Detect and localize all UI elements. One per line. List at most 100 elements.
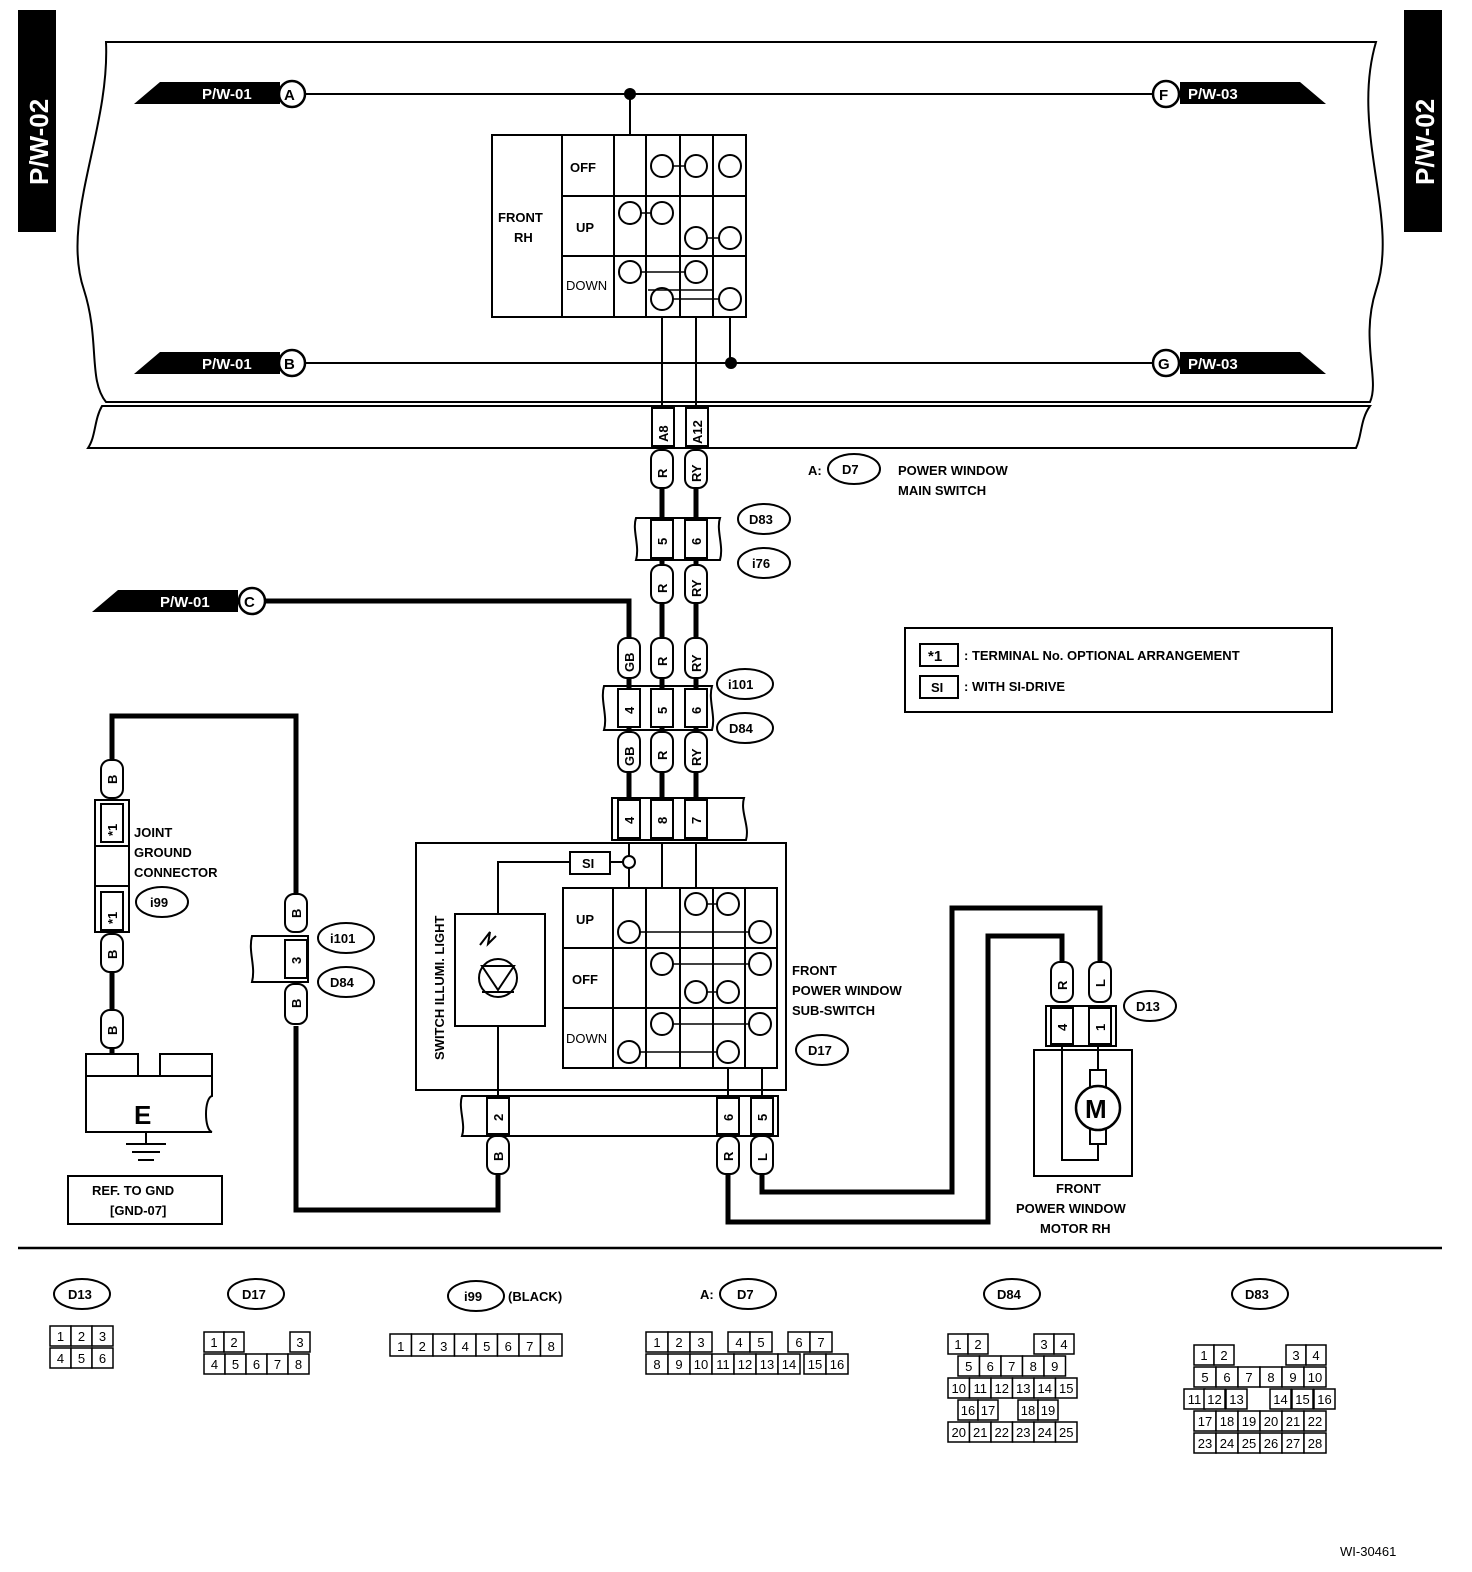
ref-a[interactable]: P/W-01 A [134,79,307,109]
pin-cell [1053,1333,1075,1355]
d7-caption: A: D7 POWER WINDOW MAIN SWITCH [808,453,1008,498]
svg-text:OFF: OFF [572,972,598,987]
motor-wires [725,905,1103,1225]
svg-text:A:: A: [808,463,822,478]
svg-text:D83: D83 [749,512,773,527]
svg-text:P/W-02: P/W-02 [24,99,54,185]
svg-text:MOTOR RH: MOTOR RH [1040,1221,1111,1236]
pin-label: 1 [210,1335,217,1350]
pin-label: 27 [1286,1436,1300,1451]
pin-cell [809,1331,833,1353]
svg-text:B: B [105,775,120,784]
svg-text:i99: i99 [464,1289,482,1304]
pin-label: 24 [1038,1425,1052,1440]
pin-label: 19 [1242,1414,1256,1429]
svg-text:CONNECTOR: CONNECTOR [134,865,218,880]
pin-label: 2 [78,1329,85,1344]
svg-text:D7: D7 [737,1287,754,1302]
svg-text:D13: D13 [1136,999,1160,1014]
svg-text:8: 8 [655,817,670,824]
ref-f[interactable]: P/W-03 F [1151,79,1326,109]
connector-d83-i76: 5 6 D83 i76 [633,503,791,579]
svg-text:UP: UP [576,220,594,235]
svg-text:G: G [1158,356,1170,373]
pin-cell [1313,1388,1336,1410]
pin-label: 8 [1267,1370,1274,1385]
pin-cell [1054,1377,1078,1399]
pin-cell [289,1331,311,1353]
pin-label: 12 [995,1381,1009,1396]
svg-text:POWER WINDOW: POWER WINDOW [792,983,902,998]
pin-label: 25 [1242,1436,1256,1451]
pin-label: 6 [795,1335,802,1350]
pin-cell [1203,1388,1226,1410]
svg-text:B: B [105,1026,120,1035]
pin-label: 3 [440,1339,447,1354]
figure-id: WI-30461 [1340,1544,1396,1559]
ref-b[interactable]: P/W-01 B [134,348,307,378]
pin-label: 3 [1040,1337,1047,1352]
pin-label: 14 [1038,1381,1052,1396]
wire-tags-top: R RY [650,449,708,489]
svg-text:i101: i101 [330,931,355,946]
pin-label: 20 [1264,1414,1278,1429]
pin-cell [1305,1344,1327,1366]
svg-text:OFF: OFF [570,160,596,175]
pin-cell [1303,1410,1327,1432]
svg-text:5: 5 [655,538,670,545]
svg-text:POWER WINDOW: POWER WINDOW [898,463,1008,478]
pin-label: 16 [830,1357,844,1372]
pin-cell [825,1353,849,1375]
svg-text:B: B [289,999,304,1008]
svg-text:B: B [491,1152,506,1161]
svg-text:D17: D17 [242,1287,266,1302]
pin-label: 5 [1201,1370,1208,1385]
svg-text:FRONT: FRONT [792,963,837,978]
pin-label: 2 [974,1337,981,1352]
svg-text:R: R [655,468,670,478]
svg-text:L: L [1093,979,1108,987]
side-tab-left: P/W-02 [18,10,56,232]
pin-label: 3 [1292,1348,1299,1363]
svg-text:4: 4 [622,706,637,714]
svg-text:D13: D13 [68,1287,92,1302]
svg-text:R: R [721,1151,736,1161]
svg-text:P/W-03: P/W-03 [1188,356,1238,373]
svg-text:B: B [105,950,120,959]
pin-label: 16 [1317,1392,1331,1407]
pin-cell [223,1331,245,1353]
svg-text:3: 3 [289,957,304,964]
pin-label: 9 [675,1357,682,1372]
svg-text:R: R [655,750,670,760]
svg-text:B: B [289,909,304,918]
pin-label: 1 [653,1335,660,1350]
pin-cell [749,1331,773,1353]
pin-label: 15 [1059,1381,1073,1396]
svg-text:i76: i76 [752,556,770,571]
svg-text:SWITCH ILLUMI. LIGHT: SWITCH ILLUMI. LIGHT [432,916,447,1060]
pin-label: 2 [675,1335,682,1350]
pin-cell [1213,1344,1235,1366]
ref-g[interactable]: P/W-03 G [1151,348,1326,378]
svg-text:SI: SI [931,680,943,695]
ref-c[interactable]: P/W-01 C [92,586,267,616]
svg-text:E: E [134,1100,151,1130]
svg-text:P/W-01: P/W-01 [160,594,210,611]
connector-i101-d84: 4 5 6 i101 D84 [601,668,774,744]
pin-label: 15 [1295,1392,1309,1407]
pin-label: 13 [1016,1381,1030,1396]
pin-label: 6 [987,1359,994,1374]
pin-label: 2 [419,1339,426,1354]
svg-text:P/W-01: P/W-01 [202,356,252,373]
pin-label: 4 [1060,1337,1067,1352]
svg-text:JOINT: JOINT [134,825,172,840]
sub-switch-caption: FRONT POWER WINDOW SUB-SWITCH D17 [792,963,902,1066]
pin-label: 6 [505,1339,512,1354]
pin-label: 5 [757,1335,764,1350]
pin-label: 19 [1041,1403,1055,1418]
svg-text:GB: GB [622,747,637,767]
svg-text:*1: *1 [928,648,942,665]
svg-text:RY: RY [689,579,704,597]
